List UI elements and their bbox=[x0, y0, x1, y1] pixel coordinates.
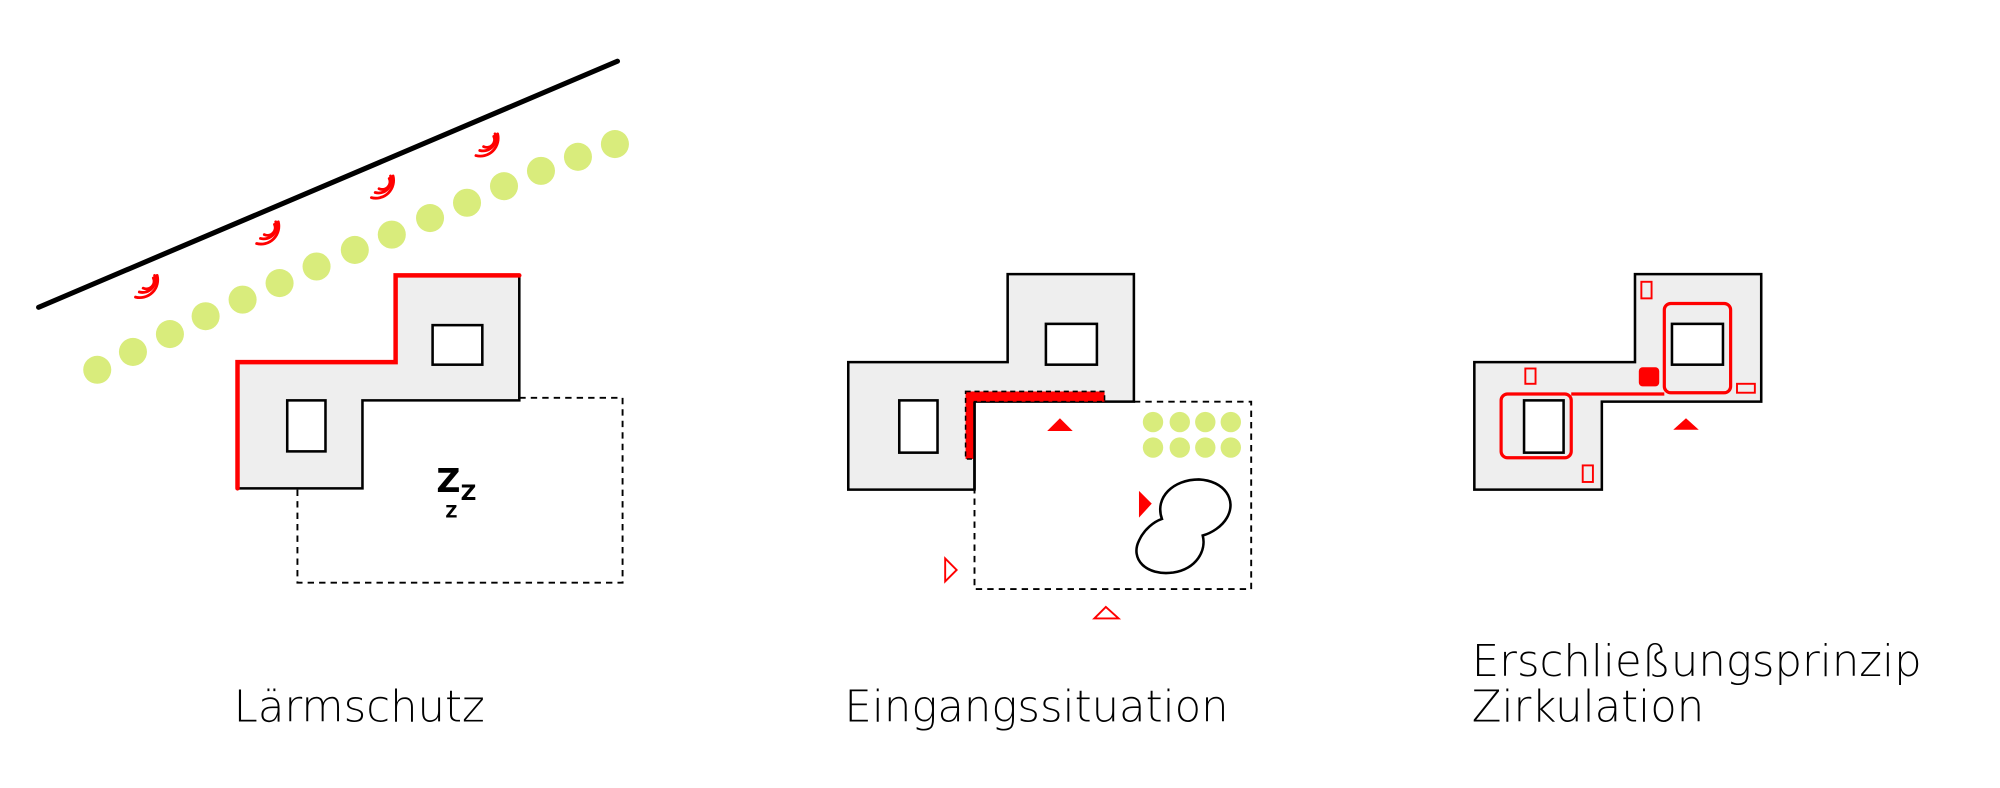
svg-text:Z: Z bbox=[436, 461, 460, 500]
courtyard bbox=[1044, 322, 1099, 366]
courtyard bbox=[285, 399, 327, 453]
building-footprint bbox=[236, 274, 521, 490]
entrance-canopy bbox=[964, 390, 1106, 460]
panel-subtitle: Zirkulation bbox=[1472, 683, 1704, 733]
garden-dashed-area bbox=[296, 396, 624, 584]
tree-row bbox=[83, 130, 629, 384]
panel-erschliessung: Erschließungsprinzip Zirkulation bbox=[1472, 272, 1922, 733]
entrance-arrow-icon bbox=[1138, 490, 1152, 518]
noise-icons bbox=[134, 132, 500, 300]
panel-eingangssituation: Eingangssituation bbox=[844, 272, 1253, 733]
circulation-path bbox=[1499, 301, 1733, 460]
access-arrow-icon bbox=[1092, 605, 1122, 620]
courtyard bbox=[431, 323, 484, 366]
noise-wave-icon bbox=[369, 174, 395, 200]
panel-laermschutz: Z Z Z Lärmschutz bbox=[36, 58, 629, 733]
panel-title: Eingangssituation bbox=[844, 683, 1228, 733]
noise-barrier-facade bbox=[235, 273, 522, 491]
panel-title: Lärmschutz bbox=[234, 683, 485, 733]
sleep-icon: Z Z Z bbox=[436, 461, 476, 522]
noise-wave-icon bbox=[474, 132, 500, 158]
courtyard bbox=[1670, 322, 1725, 366]
courtyard bbox=[897, 399, 939, 454]
road-line bbox=[36, 58, 621, 310]
noise-wave-icon bbox=[255, 220, 281, 246]
panel-title: Erschließungsprinzip bbox=[1472, 637, 1922, 687]
main-entrance-arrow-icon bbox=[1047, 418, 1073, 431]
courtyard bbox=[1522, 399, 1565, 454]
entrance-arrow-icon bbox=[1673, 418, 1699, 430]
playground-shape bbox=[1135, 478, 1232, 575]
secondary-stairs bbox=[1524, 280, 1756, 483]
noise-wave-icon bbox=[134, 274, 160, 300]
staircase-core bbox=[1638, 367, 1660, 387]
access-arrow-icon bbox=[944, 556, 958, 584]
svg-text:Z: Z bbox=[461, 481, 477, 506]
tree-grid bbox=[1142, 411, 1241, 458]
building-footprint bbox=[846, 272, 1136, 491]
svg-text:Z: Z bbox=[445, 503, 457, 522]
